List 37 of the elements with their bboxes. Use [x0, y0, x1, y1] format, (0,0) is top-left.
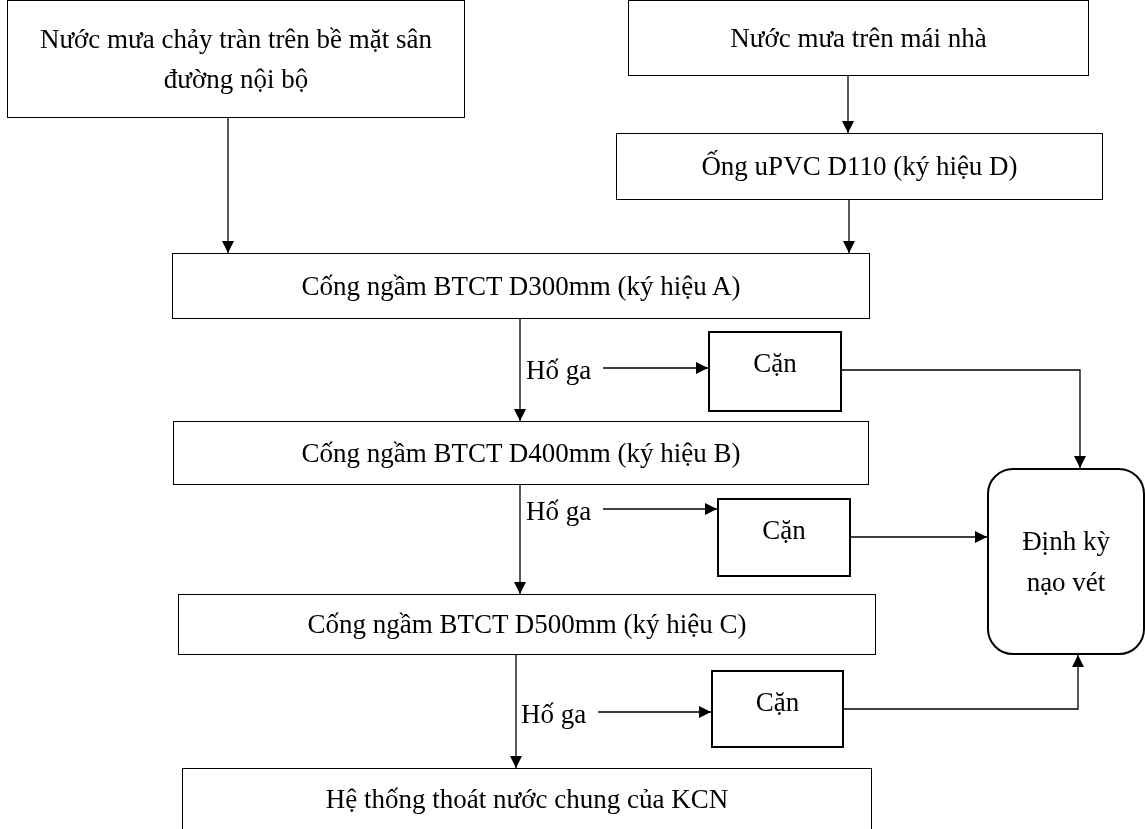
maintenance-box: [987, 468, 1145, 655]
arrow: [514, 318, 526, 422]
manhole-label: Hố ga: [526, 345, 592, 395]
box-label: Cống ngầm BTCT D400mm (ký hiệu B): [301, 436, 741, 470]
sewer-box: [172, 253, 870, 319]
source-box: [628, 0, 1089, 76]
manhole-label: Hố ga: [521, 689, 587, 739]
box-label: Cống ngầm BTCT D300mm (ký hiệu A): [301, 269, 741, 303]
arrow: [602, 503, 718, 515]
arrow: [510, 654, 522, 769]
box-label: Cống ngầm BTCT D500mm (ký hiệu C): [307, 608, 747, 642]
arrow: [842, 75, 854, 134]
manhole-label: Hố ga: [526, 486, 592, 536]
box-label: Hệ thống thoát nước chung của KCN: [325, 783, 729, 816]
sediment-box: [708, 331, 842, 412]
pipe-box: [616, 133, 1103, 200]
box-label: Ống uPVC D110 (ký hiệu D): [701, 149, 1018, 184]
arrow: [850, 531, 988, 543]
source-box: [7, 0, 465, 118]
sediment-box: [717, 498, 851, 577]
box-label: Cặn: [755, 686, 800, 719]
sewer-box: [173, 421, 869, 485]
arrow: [514, 484, 526, 595]
arrow: [602, 362, 709, 374]
arrow: [597, 706, 712, 718]
arrow: [841, 369, 1086, 469]
box-label: Nước mưa chảy tràn trên bề mặt sân đường nội bộ: [38, 22, 434, 96]
outlet-box: [182, 768, 872, 829]
arrow: [843, 654, 1084, 710]
sediment-box: [711, 670, 844, 748]
arrow: [222, 117, 234, 254]
box-label: Cặn: [753, 347, 797, 380]
box-label: Nước mưa trên mái nhà: [730, 21, 987, 55]
sewer-box: [178, 594, 876, 655]
box-label: Cặn: [762, 514, 806, 547]
box-label: Định kỳ nạo vét: [1021, 525, 1111, 599]
arrow: [843, 199, 855, 254]
